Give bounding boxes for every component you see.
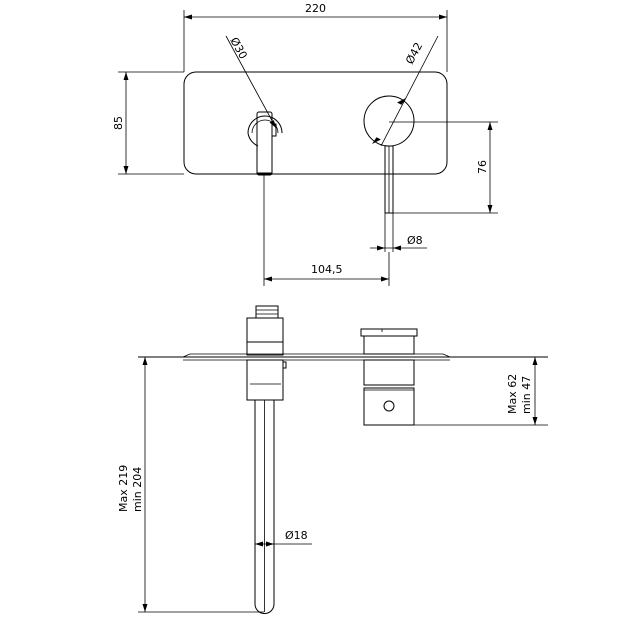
dim-handle-height-label: 76 [476,160,489,174]
body-depth-max: Max 62 [506,374,519,414]
front-view: 220 85 Ø30 Ø42 [112,2,498,286]
dim-handle-height: 76 [389,121,498,214]
body-depth-min: min 47 [520,376,533,414]
center-distance-label: 104,5 [311,263,343,276]
dim-width-label: 220 [305,2,326,15]
dim-body-depth: Max 62 min 47 [414,357,548,426]
mixer-body-side [360,328,418,426]
spout-dia-label: Ø30 [227,35,249,61]
leader-spout-dia: Ø30 [225,35,277,129]
dim-spout-dia: Ø18 [255,529,312,547]
wall-plate [183,71,448,175]
spout-length-max: Max 219 [117,465,130,512]
spout-dia-side-label: Ø18 [285,529,308,542]
spout-length-min: min 204 [131,467,144,512]
lever-dia-label: Ø8 [407,234,423,247]
dim-height: 85 [112,71,184,175]
leader-handle-dia: Ø42 [372,35,439,147]
dim-lever-dia: Ø8 [370,213,427,252]
spout-body-side [246,305,287,614]
dim-center-distance: 104,5 [263,175,390,286]
dim-width: 220 [183,2,448,72]
dim-spout-length: Max 219 min 204 [117,357,264,613]
handle-dia-label: Ø42 [403,40,425,66]
spout-outlet [247,111,283,176]
dim-height-label: 85 [112,116,125,130]
mixer-handle [363,95,415,214]
side-view: Max 219 min 204 Ø18 Max 62 min 47 [117,305,548,614]
